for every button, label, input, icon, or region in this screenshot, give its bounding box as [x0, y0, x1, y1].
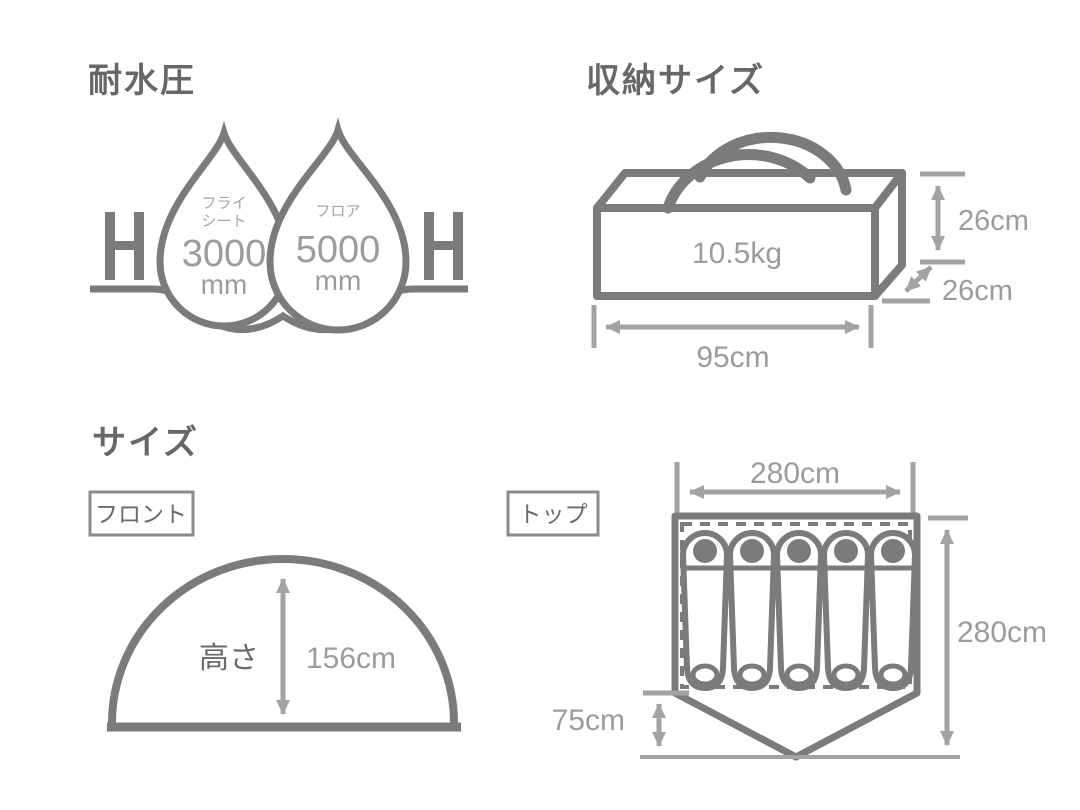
- vestibule-dimension-arrow: [643, 690, 689, 747]
- tent-height-label: 高さ: [199, 642, 259, 675]
- floor-value: 5000: [296, 229, 381, 271]
- floor-unit: mm: [315, 265, 362, 296]
- top-view-diagram: トップ 280cm: [506, 457, 1047, 761]
- storage-bag-icon: [593, 169, 906, 300]
- tent-dome-outline: [108, 555, 458, 724]
- size-title: サイズ: [92, 424, 199, 462]
- front-view-label: フロント: [95, 501, 187, 527]
- sleeping-bag-icon: [773, 530, 825, 692]
- depth-dimension-arrow: [882, 265, 933, 304]
- water-drop-floor-icon: [266, 117, 410, 334]
- top-width-dimension-arrow: [674, 462, 916, 514]
- storage-size-diagram: 10.5kg 26cm 26cm 95cm: [591, 131, 1029, 374]
- bag-weight-value: 10.5kg: [692, 237, 782, 270]
- sleeping-bag-icon: [679, 530, 731, 692]
- water-resistance-title: 耐水圧: [88, 62, 196, 100]
- top-width-value: 280cm: [750, 457, 840, 490]
- tent-height-value: 156cm: [306, 642, 396, 675]
- sleeping-bag-icon: [726, 530, 778, 692]
- bag-height-value: 26cm: [958, 205, 1029, 237]
- bag-depth-value: 26cm: [942, 275, 1013, 307]
- vestibule-depth-value: 75cm: [552, 704, 625, 737]
- top-depth-value: 280cm: [957, 616, 1047, 649]
- flysheet-label-line1: フライ: [201, 195, 246, 212]
- flysheet-value: 3000: [182, 233, 267, 275]
- floor-label: フロア: [315, 203, 360, 220]
- flysheet-unit: mm: [201, 269, 248, 300]
- top-depth-dimension-arrow: [640, 515, 968, 759]
- height-dimension-arrow: [920, 171, 965, 265]
- top-view-label-box: [506, 490, 600, 537]
- width-dimension-arrow: [591, 305, 874, 348]
- water-resistance-diagram: フライ シート 3000 mm フロア 5000 mm: [90, 117, 468, 334]
- bag-width-value: 95cm: [696, 341, 769, 374]
- bag-handle-front-icon: [662, 149, 816, 214]
- front-view-diagram: フロント 高さ 156cm: [88, 490, 461, 732]
- front-view-label-box: [88, 490, 195, 537]
- sleeping-bag-icon: [867, 530, 919, 692]
- top-view-label: トップ: [519, 501, 588, 527]
- storage-size-title: 収納サイズ: [586, 62, 765, 100]
- flysheet-label-line2: シート: [201, 213, 246, 230]
- sleeping-bags-group: [679, 530, 919, 692]
- sleeping-bag-icon: [820, 530, 872, 692]
- right-h-mark-icon: [424, 212, 463, 280]
- left-h-mark-icon: [105, 212, 144, 280]
